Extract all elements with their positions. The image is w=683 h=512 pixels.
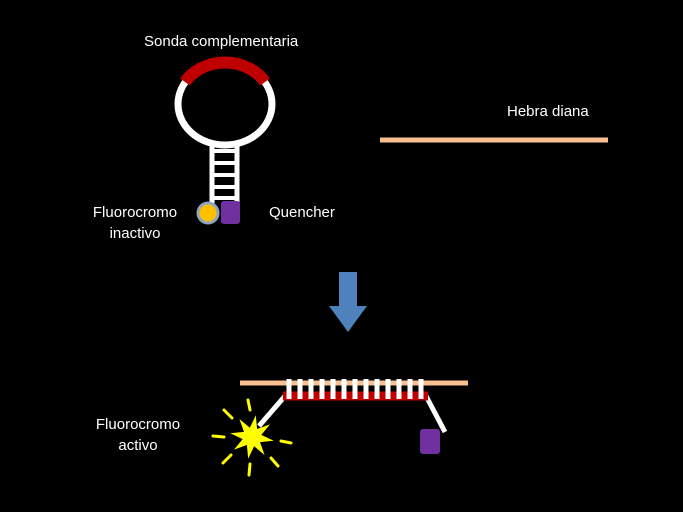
ray <box>246 398 252 412</box>
fluorophore-inactive-circle <box>196 201 220 225</box>
ray <box>221 453 233 465</box>
ray <box>222 408 234 420</box>
hybridization-rungs <box>286 379 424 399</box>
hybridized-complex <box>211 379 468 477</box>
fluorophore-active-burst <box>230 415 274 459</box>
fluorophore-active-label: Fluorocromo activo <box>86 414 190 456</box>
probe-complementary-arc <box>180 56 270 86</box>
quencher-label: Quencher <box>269 204 335 221</box>
quencher-shape-inactive <box>221 201 240 224</box>
ray <box>279 439 293 445</box>
probe-loop-label: Sonda complementaria <box>144 33 299 50</box>
ray <box>269 456 280 468</box>
right-arm-strand <box>423 394 448 434</box>
fluorophore-inactive-label-line1: Fluorocromo <box>92 204 178 221</box>
fluorophore-inactive-label: Fluorocromo inactivo <box>82 202 188 244</box>
fluorophore-active-label-line2: activo <box>118 437 158 454</box>
quencher-shape-active <box>420 429 440 454</box>
fluorophore-active-label-line1: Fluorocromo <box>95 416 181 433</box>
left-arm-strand <box>257 394 287 428</box>
fluorescence-rays <box>211 398 293 477</box>
hairpin-probe <box>174 56 276 225</box>
stem-ladder <box>209 141 240 206</box>
ray <box>211 434 226 439</box>
down-arrow <box>329 272 367 332</box>
fluorophore-inactive-label-line2: inactivo <box>109 225 161 242</box>
ray <box>247 462 252 477</box>
target-strand-label: Hebra diana <box>507 103 589 120</box>
